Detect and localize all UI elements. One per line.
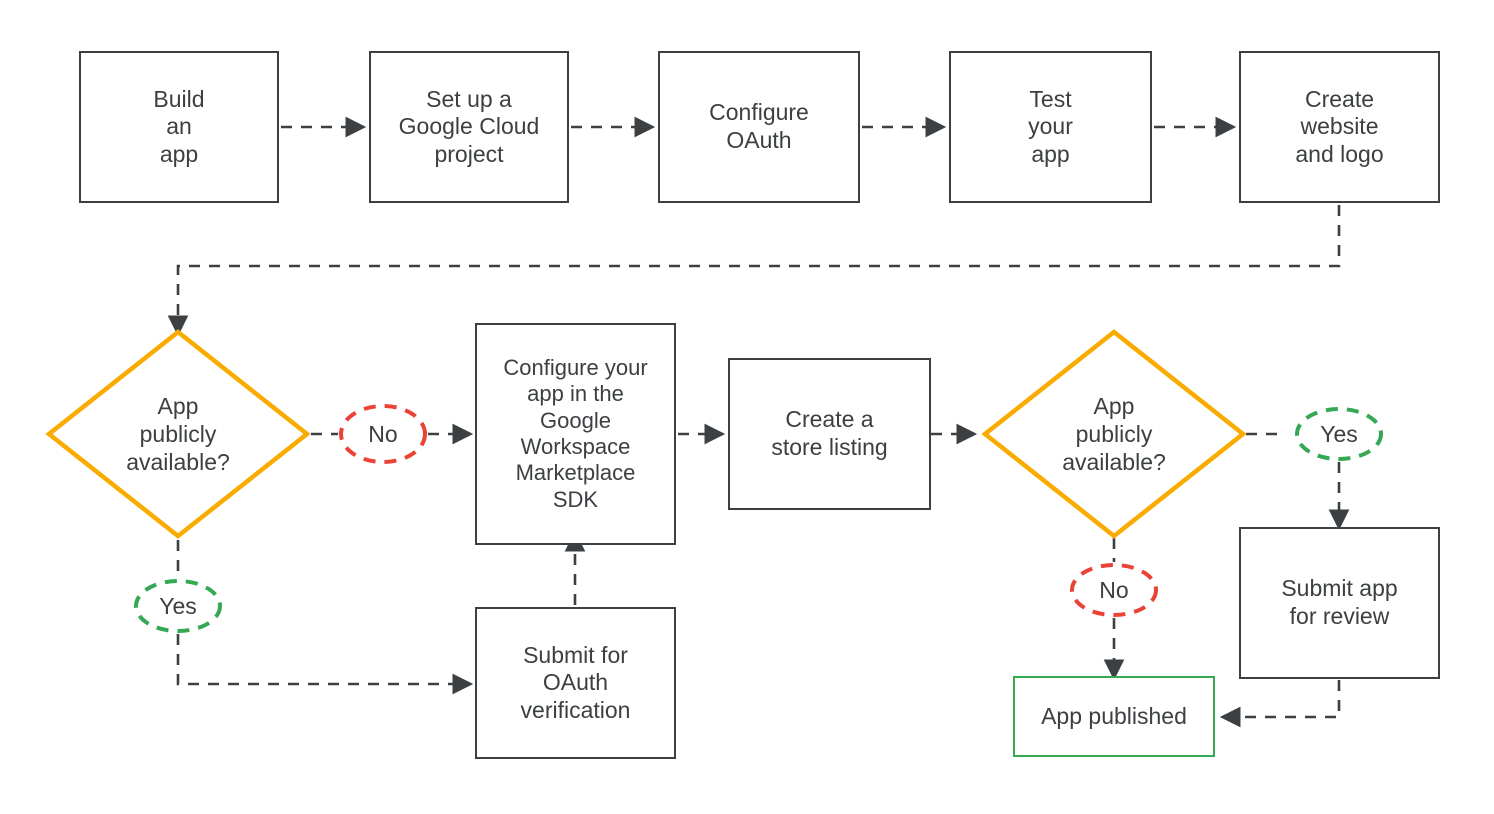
edge-label-yes-2: Yes xyxy=(1294,406,1384,462)
node-configure-oauth[interactable]: Configure OAuth xyxy=(658,51,860,203)
diamond-shape-1 xyxy=(45,329,311,539)
node-submit-app-for-review-label: Submit app for review xyxy=(1281,575,1398,629)
node-test-app[interactable]: Test your app xyxy=(949,51,1152,203)
edge-label-no-2-text: No xyxy=(1099,576,1129,603)
node-submit-oauth-verification-label: Submit for OAuth verification xyxy=(520,641,631,723)
edge-yes-label-to-submit-oauth xyxy=(176,634,474,695)
node-create-website-logo[interactable]: Create website and logo xyxy=(1239,51,1440,203)
node-app-published[interactable]: App published xyxy=(1013,676,1215,757)
edge-submit-review-to-app-published xyxy=(1219,680,1341,728)
node-gcp-project-label: Set up a Google Cloud project xyxy=(398,85,540,167)
node-build-app-label: Build an app xyxy=(153,85,205,167)
node-submit-app-for-review[interactable]: Submit app for review xyxy=(1239,527,1440,679)
edge-label-no-2: No xyxy=(1069,562,1159,618)
edge-label-no-1: No xyxy=(338,403,428,465)
edge-label-yes-2-text: Yes xyxy=(1320,420,1358,447)
edge-label-no-1-text: No xyxy=(368,420,398,447)
node-build-app[interactable]: Build an app xyxy=(79,51,279,203)
node-create-website-logo-label: Create website and logo xyxy=(1295,85,1384,167)
no-1-oval-icon xyxy=(339,404,427,464)
no-2-oval-icon xyxy=(1070,563,1158,617)
edge-label-yes-1-text: Yes xyxy=(159,592,197,619)
node-gcp-project[interactable]: Set up a Google Cloud project xyxy=(369,51,569,203)
node-decision-app-publicly-available-2[interactable]: App publicly available? xyxy=(981,328,1247,540)
node-decision-app-publicly-available-1[interactable]: App publicly available? xyxy=(45,328,311,540)
node-configure-oauth-label: Configure OAuth xyxy=(709,99,809,153)
node-create-store-listing-label: Create a store listing xyxy=(771,406,888,460)
edge-label-yes-1: Yes xyxy=(133,578,223,634)
node-app-published-label: App published xyxy=(1041,702,1187,729)
node-create-store-listing[interactable]: Create a store listing xyxy=(728,358,931,510)
yes-1-oval-icon xyxy=(134,579,222,633)
node-test-app-label: Test your app xyxy=(1028,85,1073,167)
node-configure-sdk[interactable]: Configure your app in the Google Workspa… xyxy=(475,323,676,545)
node-configure-sdk-label: Configure your app in the Google Workspa… xyxy=(503,354,648,512)
node-submit-oauth-verification[interactable]: Submit for OAuth verification xyxy=(475,607,676,759)
edge-website-to-decision1 xyxy=(167,205,1341,337)
diamond-shape-2 xyxy=(981,329,1247,539)
yes-2-oval-icon xyxy=(1295,407,1383,461)
